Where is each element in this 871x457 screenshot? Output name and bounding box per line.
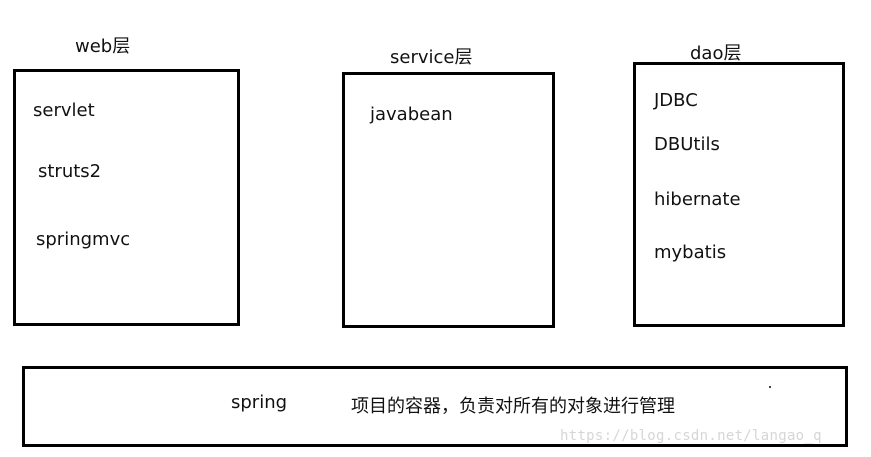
web-item-springmvc: springmvc <box>36 229 131 250</box>
dao-item-mybatis: mybatis <box>654 242 727 263</box>
stray-dot <box>769 386 771 388</box>
watermark: https://blog.csdn.net/langao_q <box>560 428 822 444</box>
service-item-javabean: javabean <box>370 104 453 125</box>
web-layer-box: servlet struts2 springmvc <box>13 69 240 326</box>
dao-item-jdbc: JDBC <box>654 90 698 111</box>
service-layer-title: service层 <box>390 47 473 68</box>
service-layer-box: javabean <box>342 72 555 328</box>
dao-item-dbutils: DBUtils <box>654 134 720 155</box>
dao-layer-box: JDBC DBUtils hibernate mybatis <box>633 62 845 327</box>
spring-container-box: spring 项目的容器，负责对所有的对象进行管理 <box>22 366 848 447</box>
dao-item-hibernate: hibernate <box>654 189 741 210</box>
web-item-servlet: servlet <box>33 100 95 121</box>
web-item-struts2: struts2 <box>38 161 102 182</box>
web-layer-title: web层 <box>75 36 131 57</box>
dao-layer-title: dao层 <box>690 43 742 64</box>
spring-label: spring <box>231 392 288 413</box>
spring-description: 项目的容器，负责对所有的对象进行管理 <box>351 396 675 417</box>
